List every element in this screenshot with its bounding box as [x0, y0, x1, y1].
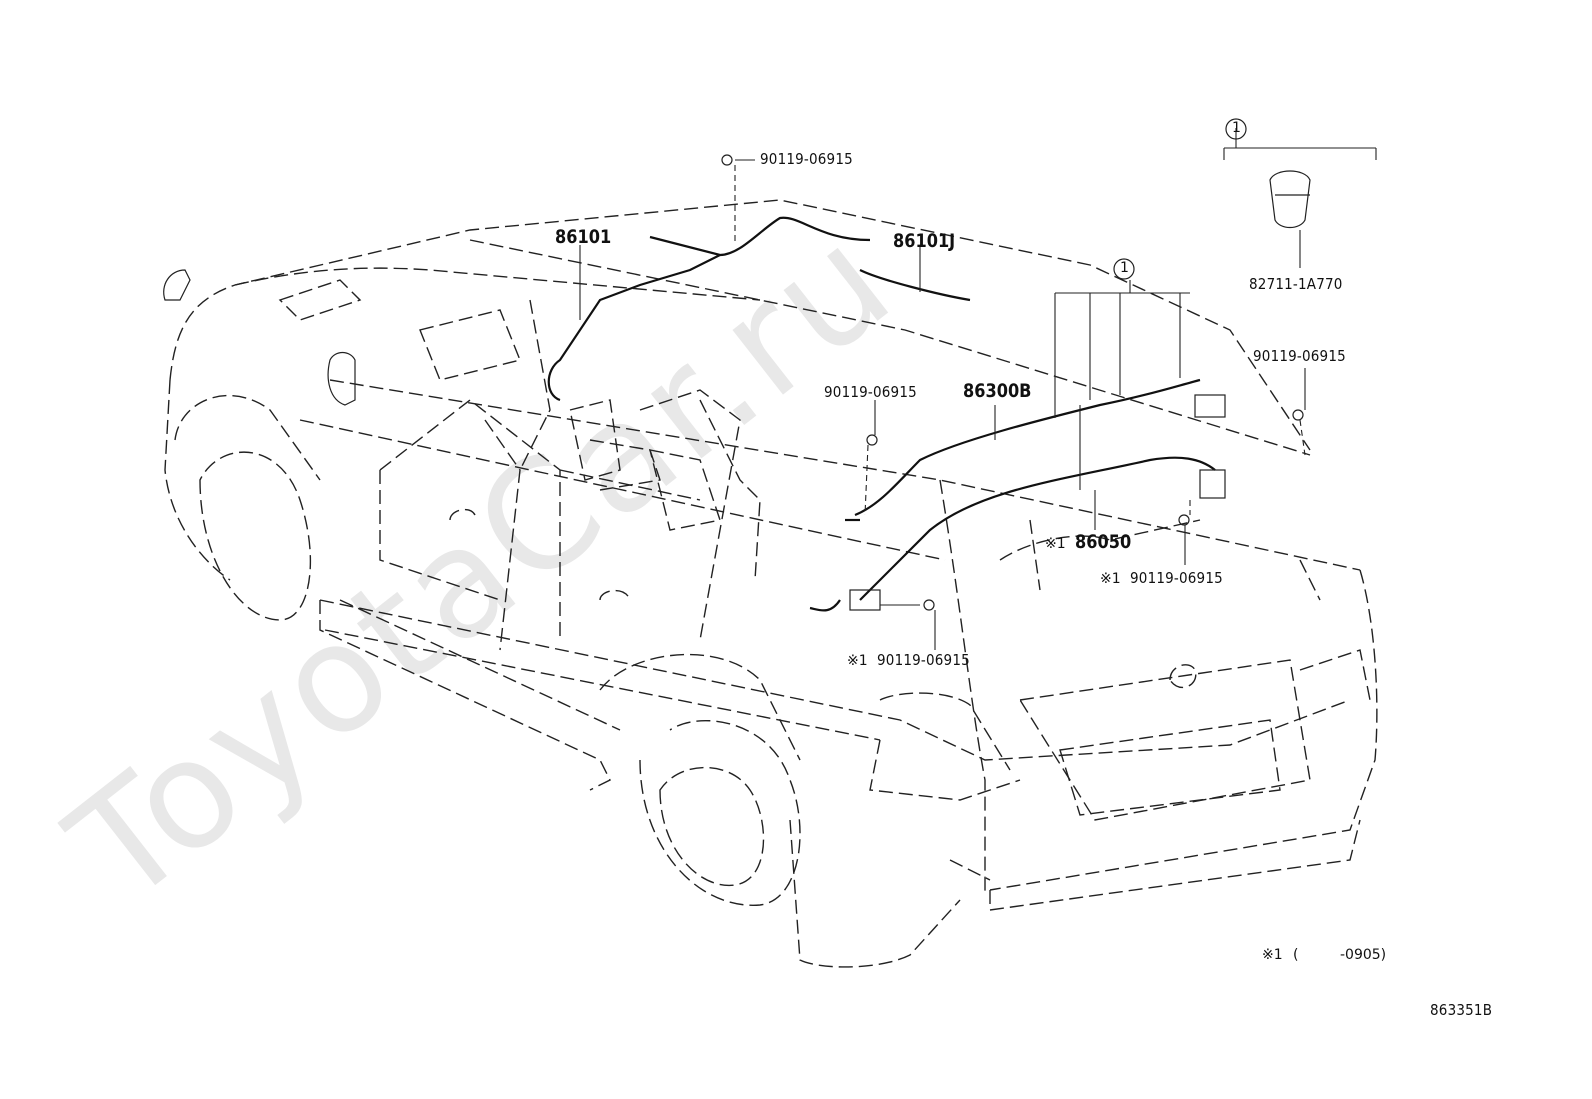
part-label-86300b: 86300B: [963, 380, 1032, 402]
component-blocks: [849, 170, 1311, 611]
bolt-label-lower: 90119-06915: [877, 651, 970, 669]
bolt-label-top: 90119-06915: [760, 150, 853, 168]
part-label-82711: 82711-1A770: [1249, 275, 1343, 293]
leader-lines: [579, 128, 1377, 650]
note-mark-bolt-tailgate: ※1: [1100, 571, 1121, 587]
circle-1-marker-harness: 1: [1120, 260, 1129, 276]
side-mirror: [327, 351, 356, 406]
figure-reference: 863351B: [1430, 1001, 1493, 1019]
rear-spoiler: [163, 269, 191, 301]
part-label-86101j: 86101J: [893, 230, 956, 252]
harness-86101J: [859, 269, 971, 302]
harness-86101: [649, 216, 871, 257]
circle-markers: [1113, 118, 1247, 280]
interior-seats: [419, 309, 721, 531]
footnote-range: -0905): [1340, 947, 1387, 963]
wire-harnesses: [547, 216, 1216, 612]
harness-86050: [859, 456, 1216, 601]
footnote-paren: (: [1293, 947, 1299, 963]
part-label-86101: 86101: [555, 226, 612, 248]
bolts: [721, 154, 1304, 611]
part-label-86050: 86050: [1075, 531, 1132, 553]
circle-1-marker-top-right: 1: [1232, 120, 1241, 136]
bolt-label-mid: 90119-06915: [824, 383, 917, 401]
footnote-mark: ※1: [1262, 947, 1283, 963]
note-mark-86050: ※1: [1045, 536, 1066, 552]
bolt-label-right: 90119-06915: [1253, 347, 1346, 365]
bolt-label-tailgate: 90119-06915: [1130, 569, 1223, 587]
note-mark-bolt-lower: ※1: [847, 653, 868, 669]
harness-86300B: [854, 378, 1201, 517]
